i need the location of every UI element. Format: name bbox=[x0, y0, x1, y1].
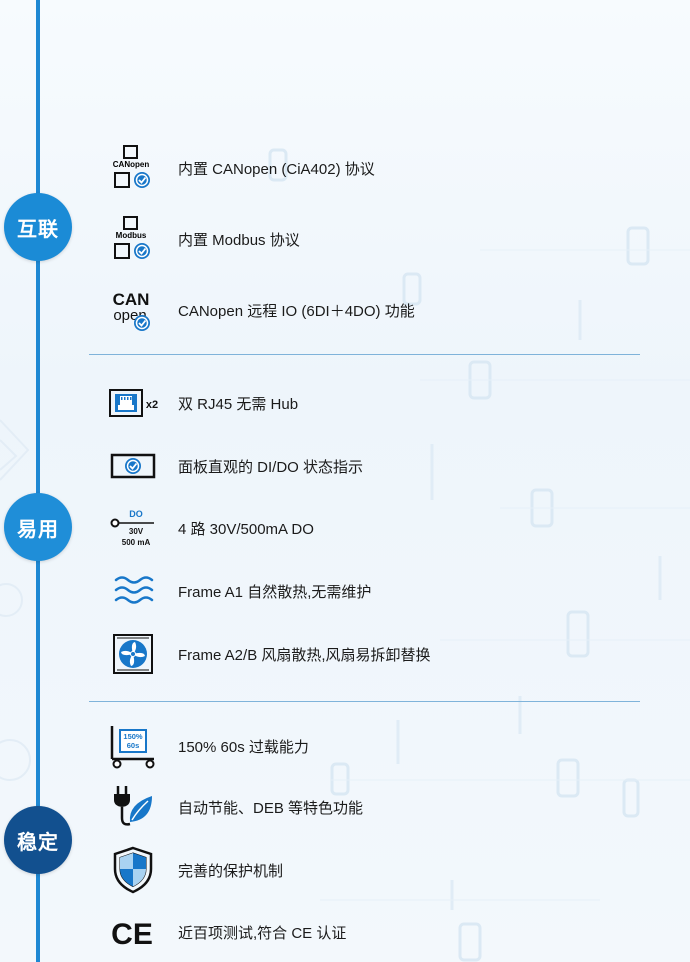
natural-cooling-icon bbox=[104, 566, 162, 616]
timeline-bar bbox=[36, 0, 40, 962]
feature-item: Modbus 内置 Modbus 协议 bbox=[104, 214, 644, 264]
feature-item: CE 近百项测试,符合 CE 认证 bbox=[104, 907, 644, 957]
feature-label: 自动节能、DEB 等特色功能 bbox=[178, 799, 364, 817]
do-label: DO bbox=[129, 509, 143, 519]
feature-item: x2 双 RJ45 无需 Hub bbox=[104, 378, 644, 428]
overload-time-label: 60s bbox=[127, 741, 140, 750]
canopen-protocol-icon: CANopen bbox=[104, 143, 162, 193]
canopen-icon-text: CANopen bbox=[113, 160, 150, 169]
section-divider bbox=[89, 701, 640, 702]
feature-label: 内置 CANopen (CiA402) 协议 bbox=[178, 160, 375, 178]
feature-label: Frame A1 自然散热,无需维护 bbox=[178, 583, 372, 601]
feature-item: 自动节能、DEB 等特色功能 bbox=[104, 782, 644, 832]
feature-label: 近百项测试,符合 CE 认证 bbox=[178, 924, 347, 942]
protection-shield-icon bbox=[104, 845, 162, 895]
feature-label: 完善的保护机制 bbox=[178, 862, 284, 880]
feature-label: CANopen 远程 IO (6DI＋4DO) 功能 bbox=[178, 302, 415, 320]
feature-item: Frame A1 自然散热,无需维护 bbox=[104, 566, 644, 616]
modbus-icon-text: Modbus bbox=[116, 231, 147, 240]
energy-saving-icon bbox=[104, 782, 162, 832]
feature-label: 面板直观的 DI/DO 状态指示 bbox=[178, 458, 364, 476]
canopen-logo-icon: CAN open bbox=[104, 285, 162, 335]
overload-percent-label: 150% bbox=[123, 732, 143, 741]
section-badge-connectivity: 互联 bbox=[4, 193, 72, 261]
overload-icon: 150% 60s bbox=[104, 721, 162, 771]
feature-item: 完善的保护机制 bbox=[104, 845, 644, 895]
feature-label: Frame A2/B 风扇散热,风扇易拆卸替换 bbox=[178, 646, 431, 664]
feature-item: CAN open CANopen 远程 IO (6DI＋4DO) 功能 bbox=[104, 285, 644, 335]
modbus-protocol-icon: Modbus bbox=[104, 214, 162, 264]
feature-item: 150% 60s 150% 60s 过载能力 bbox=[104, 721, 644, 771]
ce-mark-icon: CE bbox=[104, 907, 162, 957]
fan-cooling-icon bbox=[104, 629, 162, 679]
feature-label: 双 RJ45 无需 Hub bbox=[178, 395, 299, 413]
section-divider bbox=[89, 354, 640, 355]
feature-label: 150% 60s 过载能力 bbox=[178, 738, 309, 756]
x2-label: x2 bbox=[146, 399, 158, 411]
feature-label: 4 路 30V/500mA DO bbox=[178, 520, 314, 538]
digital-output-icon: DO 30V 500 mA bbox=[104, 503, 162, 553]
can-logo-text: CAN bbox=[113, 290, 150, 309]
ce-mark-text: CE bbox=[111, 918, 153, 951]
voltage-label: 30V bbox=[129, 527, 144, 536]
feature-item: 面板直观的 DI/DO 状态指示 bbox=[104, 441, 644, 491]
feature-item: DO 30V 500 mA 4 路 30V/500mA DO bbox=[104, 503, 644, 553]
feature-label: 内置 Modbus 协议 bbox=[178, 231, 300, 249]
section-badge-usability: 易用 bbox=[4, 493, 72, 561]
rj45-port-icon: x2 bbox=[104, 378, 162, 428]
current-label: 500 mA bbox=[122, 538, 151, 547]
feature-item: Frame A2/B 风扇散热,风扇易拆卸替换 bbox=[104, 629, 644, 679]
status-indicator-icon bbox=[104, 441, 162, 491]
section-badge-stability: 稳定 bbox=[4, 806, 72, 874]
feature-item: CANopen 内置 CANopen (CiA402) 协议 bbox=[104, 143, 644, 193]
